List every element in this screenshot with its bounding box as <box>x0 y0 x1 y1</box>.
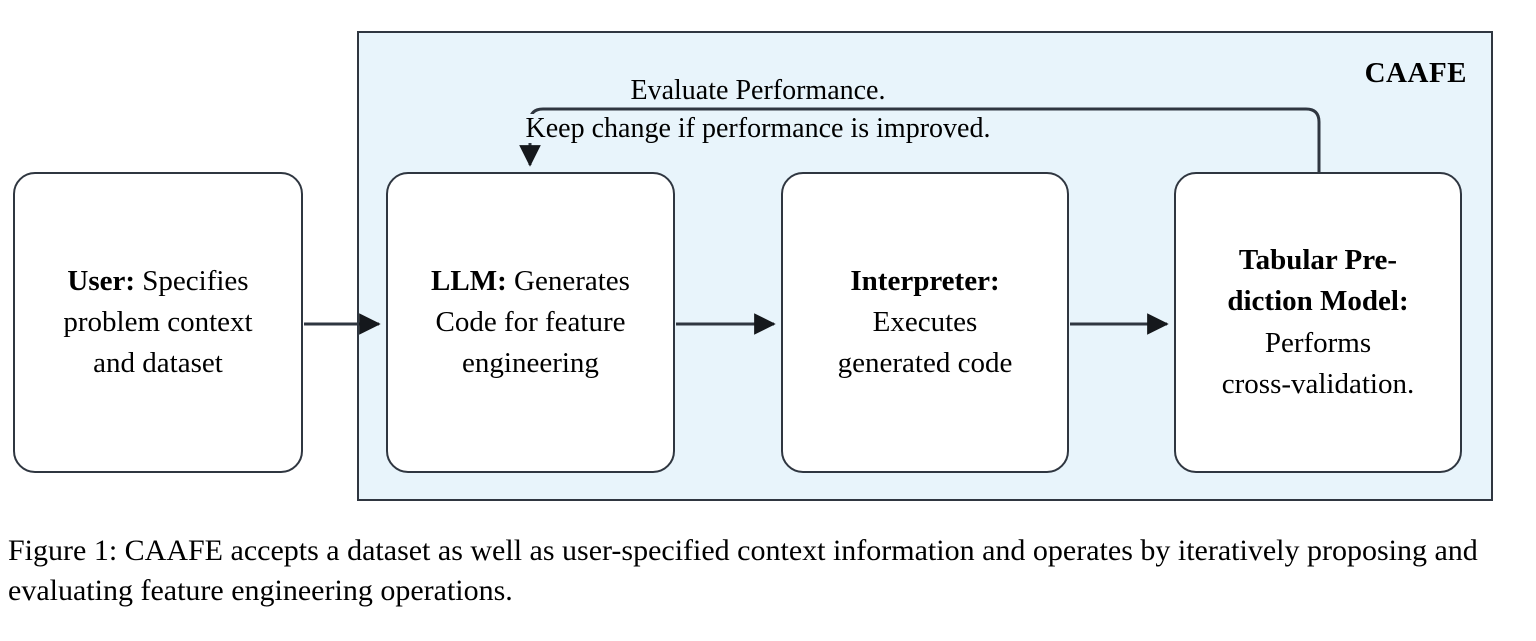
process-box-llm-line3: engineering <box>462 347 599 380</box>
process-box-llm-role: LLM: <box>431 264 507 297</box>
process-box-llm[interactable]: LLM: Generates Code for feature engineer… <box>386 172 675 473</box>
loop-label-line-2: Keep change if performance is improved. <box>0 114 1536 143</box>
process-box-interpreter-role: Interpreter: <box>850 264 1000 297</box>
process-box-llm-line2: Code for feature <box>435 305 626 338</box>
process-box-user-role: User: <box>67 264 136 297</box>
process-box-interpreter[interactable]: Interpreter: Executes generated code <box>781 172 1069 473</box>
process-box-tabular-prediction-model[interactable]: Tabular Pre- diction Model: Performs cro… <box>1174 172 1462 473</box>
process-box-user-line3: and dataset <box>93 347 223 380</box>
process-box-llm-line1-rest: Generates <box>506 264 630 297</box>
figure-caption: Figure 1: CAAFE accepts a dataset as wel… <box>8 534 1478 607</box>
process-box-tabular-line2: Performs <box>1264 326 1372 359</box>
process-box-tabular-role-line2: diction Model: <box>1227 285 1409 318</box>
process-box-tabular-line3: cross-validation. <box>1221 367 1415 400</box>
process-box-user-text: User: Specifies problem context and data… <box>53 261 262 385</box>
loop-label-line-1-text: Evaluate Performance. <box>624 76 892 105</box>
process-box-interpreter-line2: Executes <box>872 305 978 338</box>
caafe-panel-label: CAAFE <box>1364 57 1467 89</box>
process-box-interpreter-text: Interpreter: Executes generated code <box>828 261 1023 385</box>
process-box-tabular-text: Tabular Pre- diction Model: Performs cro… <box>1212 240 1424 405</box>
process-box-tabular-role-line1: Tabular Pre- <box>1238 244 1398 277</box>
process-box-interpreter-line3: generated code <box>837 347 1013 380</box>
loop-label-line-2-text: Keep change if performance is improved. <box>519 114 997 143</box>
process-box-user-line2: problem context <box>63 305 253 338</box>
process-box-user-line1-rest: Specifies <box>135 264 249 297</box>
process-box-user[interactable]: User: Specifies problem context and data… <box>13 172 303 473</box>
process-box-llm-text: LLM: Generates Code for feature engineer… <box>421 261 640 385</box>
loop-label-line-1: Evaluate Performance. <box>0 76 1536 105</box>
